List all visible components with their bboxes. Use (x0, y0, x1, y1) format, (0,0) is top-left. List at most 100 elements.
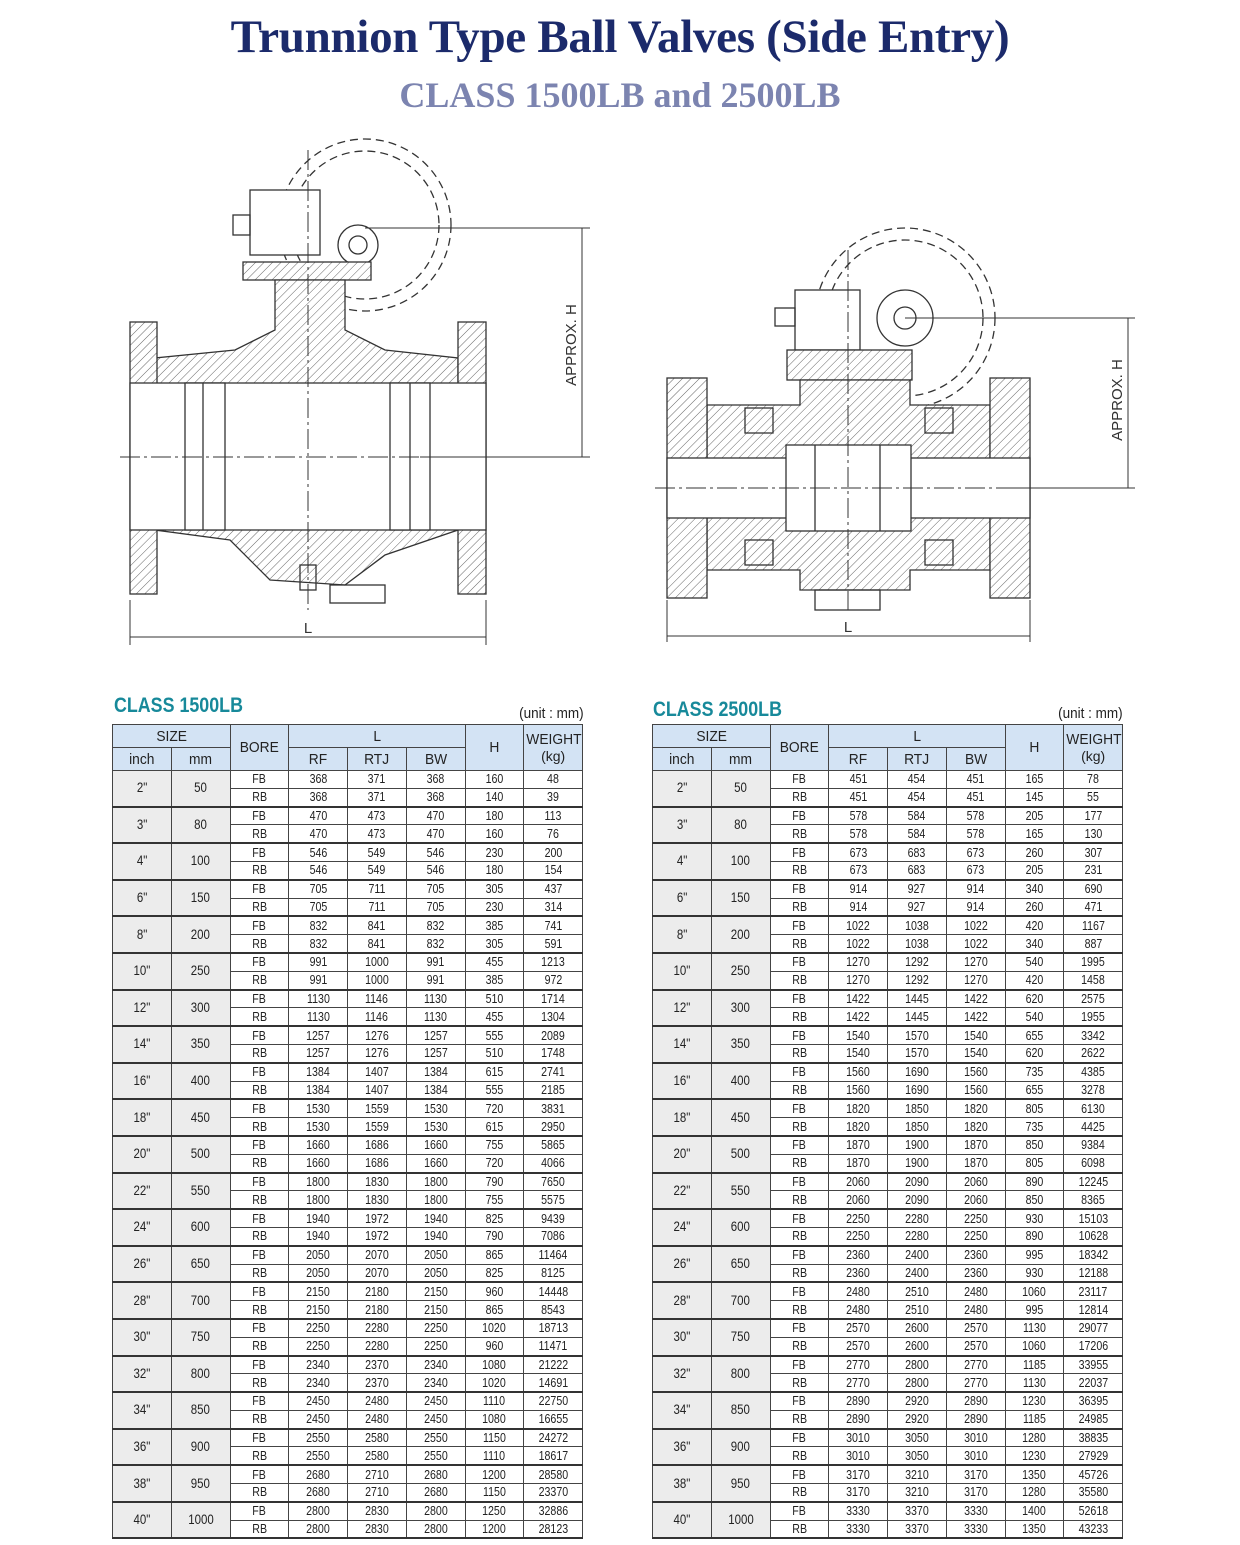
h-cell: 145 (1004, 787, 1065, 808)
rtj-cell: 1686 (347, 1153, 407, 1174)
h-cell: 555 (464, 1025, 525, 1045)
h-cell: 420 (1004, 970, 1065, 991)
weight-cell-text: 4425 (1081, 1119, 1105, 1134)
h-cell-text: 205 (1025, 808, 1044, 823)
bore-cell-text: RB (251, 1009, 267, 1024)
size-inch-cell: 4" (112, 842, 172, 881)
bw-cell: 1540 (945, 1025, 1006, 1045)
bw-cell: 546 (405, 860, 466, 881)
header-weight: WEIGHT(kg) (1063, 724, 1123, 771)
rtj-cell: 1038 (887, 915, 947, 936)
weight-cell-text: 16655 (538, 1412, 568, 1427)
h-cell: 455 (464, 1007, 525, 1028)
bw-cell: 2450 (405, 1409, 466, 1430)
dim-l-label: L (304, 620, 312, 637)
size-mm-cell: 400 (710, 1062, 771, 1101)
bw-cell-text: 1130 (424, 991, 448, 1006)
rtj-cell-text: 2510 (905, 1284, 929, 1299)
weight-cell: 200 (523, 842, 583, 862)
size-mm-cell: 750 (170, 1318, 231, 1357)
h-cell: 1130 (1004, 1318, 1065, 1338)
rf-cell-text: 3330 (846, 1504, 870, 1519)
bore-cell: FB (769, 952, 830, 972)
size-mm-cell: 300 (170, 989, 231, 1028)
size-inch-cell: 20" (652, 1135, 712, 1174)
bore-cell: RB (769, 1409, 830, 1430)
bw-cell: 451 (945, 770, 1006, 789)
weight-cell: 45726 (1063, 1464, 1123, 1485)
size-mm-cell: 450 (170, 1098, 231, 1137)
rtj-cell-text: 2830 (365, 1522, 389, 1537)
bore-cell-text: RB (251, 1448, 267, 1463)
h-cell: 825 (464, 1263, 525, 1284)
bore-cell: FB (229, 1025, 290, 1045)
bw-cell-text: 451 (966, 790, 985, 805)
bw-cell: 2680 (405, 1483, 466, 1503)
rf-cell-text: 1800 (306, 1192, 330, 1207)
rf-cell-text: 2360 (846, 1265, 870, 1280)
weight-cell-text: 18342 (1078, 1248, 1108, 1263)
bw-cell: 1022 (945, 915, 1006, 936)
weight-cell: 4425 (1063, 1117, 1123, 1137)
rtj-cell: 2830 (347, 1501, 407, 1521)
h-cell-text: 1280 (1022, 1431, 1047, 1446)
weight-cell-text: 177 (1084, 808, 1102, 823)
bore-cell-text: RB (791, 1082, 807, 1097)
weight-cell-text: 1304 (541, 1009, 565, 1024)
rf-cell: 1257 (288, 1025, 348, 1045)
rtj-cell-text: 2600 (905, 1321, 929, 1336)
size-mm-cell-text: 500 (731, 1146, 751, 1162)
bw-cell: 2150 (405, 1281, 466, 1302)
weight-cell: 11464 (523, 1245, 583, 1265)
h-cell: 790 (464, 1172, 525, 1192)
rf-cell: 2060 (828, 1190, 888, 1211)
weight-cell: 8125 (523, 1263, 583, 1284)
h-cell-text: 1020 (482, 1321, 507, 1336)
bore-cell-text: FB (252, 1248, 267, 1263)
size-inch-cell: 36" (652, 1428, 712, 1467)
size-mm-cell: 200 (710, 915, 771, 954)
h-cell-text: 825 (485, 1265, 504, 1280)
bore-cell: RB (229, 1446, 290, 1467)
bw-cell-text: 368 (426, 772, 445, 787)
size-mm-cell-text: 250 (731, 963, 751, 979)
header-inch: inch (112, 747, 172, 771)
rf-cell-text: 1560 (846, 1082, 870, 1097)
size-mm-cell: 100 (710, 842, 771, 881)
rtj-cell-text: 1000 (365, 973, 389, 988)
rf-cell-text: 1384 (306, 1082, 330, 1097)
weight-cell-text: 28580 (538, 1467, 568, 1482)
rf-cell: 2890 (828, 1409, 888, 1430)
size-mm-cell: 250 (710, 952, 771, 991)
header-h: H (1004, 724, 1065, 771)
bw-cell-text: 1422 (963, 1009, 988, 1024)
size-inch-cell-text: 32" (673, 1365, 691, 1381)
bw-cell: 832 (405, 915, 466, 936)
header-rf-text: RF (848, 750, 868, 768)
h-cell: 165 (1004, 770, 1065, 789)
rtj-cell-text: 549 (368, 845, 386, 860)
bore-cell-text: RB (251, 863, 267, 878)
rf-cell-text: 470 (309, 826, 327, 841)
size-inch-cell: 34" (652, 1391, 712, 1430)
rf-cell: 2450 (288, 1391, 348, 1411)
h-cell: 1080 (464, 1354, 525, 1375)
h-cell-text: 230 (485, 845, 504, 860)
bw-cell-text: 832 (426, 918, 445, 933)
rf-cell-text: 1870 (846, 1156, 870, 1171)
weight-cell-text: 7650 (541, 1174, 565, 1189)
rf-cell-text: 2680 (306, 1485, 330, 1500)
rtj-cell-text: 2280 (905, 1229, 929, 1244)
rf-cell: 2570 (828, 1318, 888, 1338)
bw-cell: 2680 (405, 1464, 466, 1485)
rtj-cell-text: 1445 (905, 991, 929, 1006)
size-inch-cell-text: 6" (136, 890, 148, 906)
